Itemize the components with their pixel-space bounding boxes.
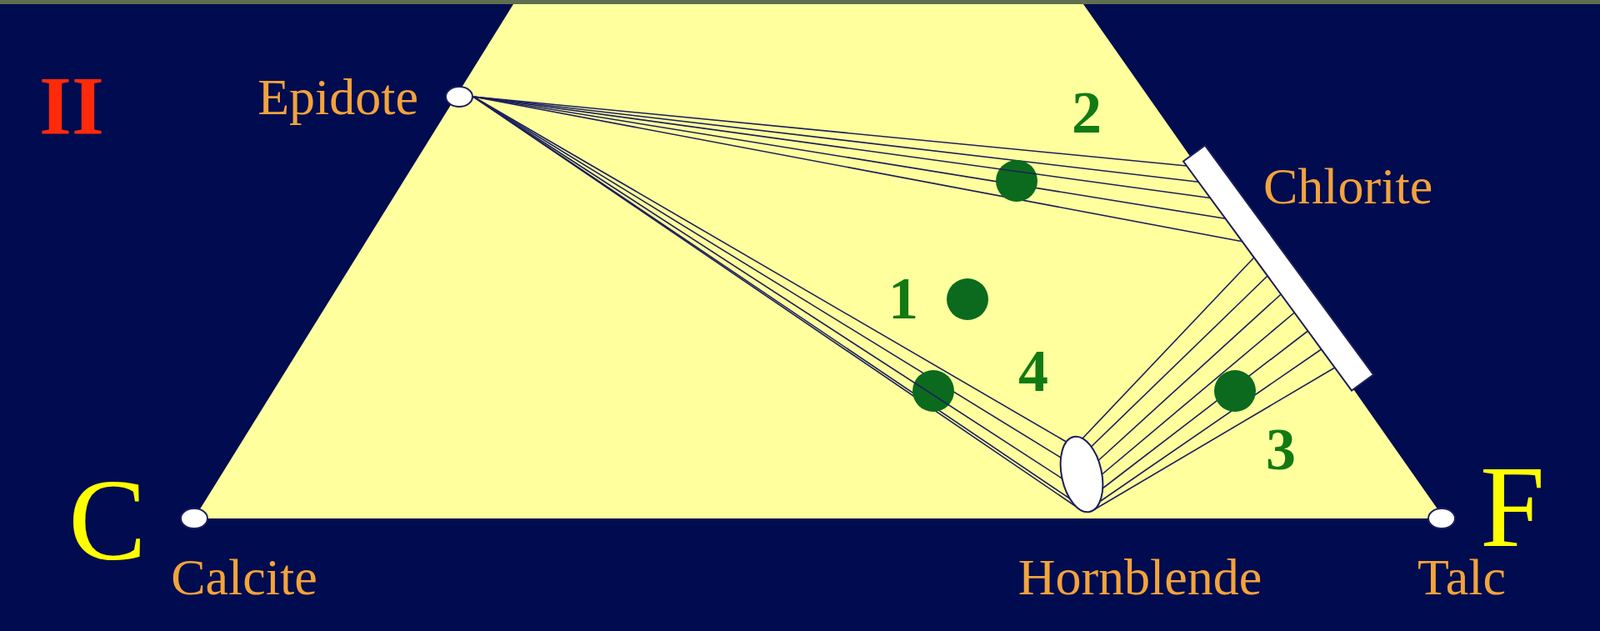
callout-number: 1 (888, 268, 919, 329)
tie-line (473, 96, 1083, 511)
tie-line (1102, 312, 1295, 475)
mineral-label: Chlorite (1263, 160, 1433, 212)
panel-number: II (39, 64, 105, 148)
mineral-label: Hornblende (1018, 550, 1263, 603)
tie-line (473, 96, 1061, 458)
mineral-label: Epidote (257, 70, 419, 123)
tie-line (1090, 275, 1268, 447)
photo-strip (0, 0, 1600, 5)
composition-dot (912, 370, 955, 412)
tie-line (1098, 294, 1281, 461)
node-outline (1058, 434, 1105, 515)
node-outline (1427, 507, 1456, 530)
node-outline (445, 85, 474, 108)
composition-dot (946, 278, 989, 320)
node-shape (1428, 508, 1455, 529)
mineral-point: Calcite (180, 507, 209, 530)
tie-line (473, 96, 1067, 442)
callout-number: 4 (1018, 340, 1049, 401)
node-shape (445, 86, 473, 107)
node-outline (180, 507, 209, 530)
mineral-label: Calcite (170, 550, 318, 603)
corner-letter: F (1480, 448, 1545, 565)
mineral-point: Epidote (445, 85, 474, 108)
corner-letter: C (68, 461, 146, 579)
callout-number: 2 (1071, 82, 1102, 143)
tie-line (473, 96, 1226, 219)
tie-line (1082, 257, 1255, 439)
composition-dot (995, 160, 1038, 202)
composition-dot (1214, 370, 1256, 412)
callout-number: 3 (1265, 419, 1296, 480)
tie-line (1093, 367, 1335, 510)
compositional-triangle (194, 4, 1445, 519)
tie-line (473, 96, 1063, 479)
node-shape (180, 508, 208, 529)
mineral-field-ellipse: Hornblende (1058, 434, 1105, 515)
tie-line (1099, 349, 1321, 502)
node-shape (1054, 432, 1110, 516)
mineral-solid-solution-bar: Chlorite (1181, 143, 1375, 392)
tie-line (1102, 330, 1309, 489)
tie-line (473, 96, 1243, 242)
mineral-point: Talc (1427, 507, 1456, 530)
